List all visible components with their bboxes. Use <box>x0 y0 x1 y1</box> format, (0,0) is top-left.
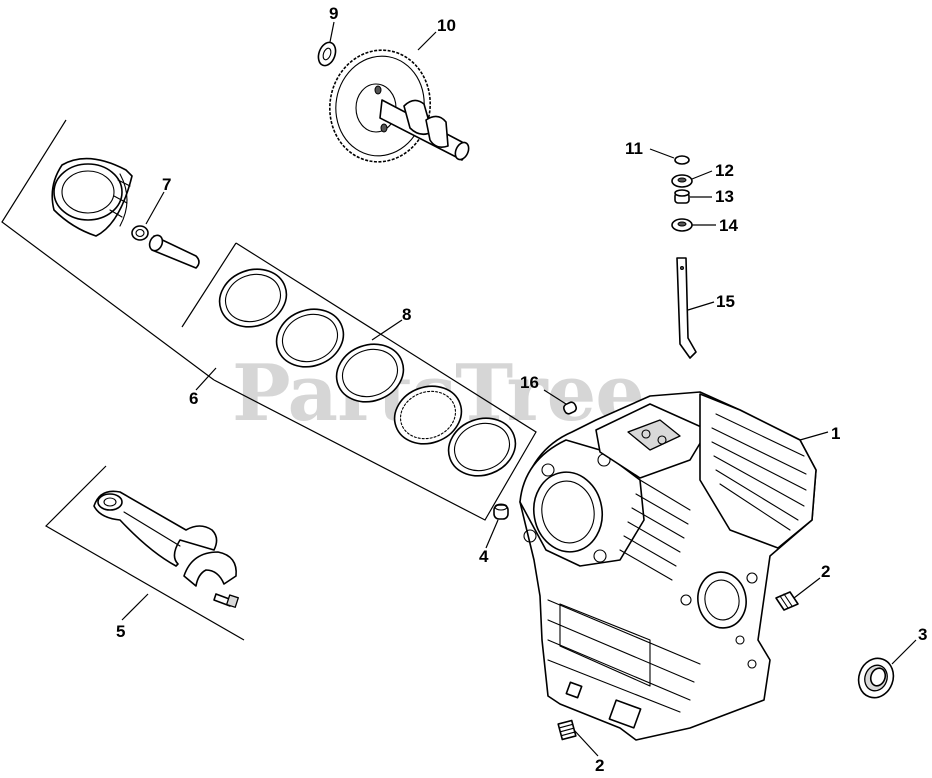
callout-1: 1 <box>831 424 840 443</box>
spacer-bushing[interactable] <box>674 189 690 204</box>
callout-8: 8 <box>402 305 411 324</box>
callout-9: 9 <box>329 4 338 23</box>
connecting-rod-cap[interactable] <box>183 551 237 587</box>
dowel-pin-lower[interactable] <box>493 503 509 520</box>
oil-seal[interactable] <box>853 653 899 702</box>
callout-14: 14 <box>719 216 738 235</box>
piston-kit-group <box>1 119 537 521</box>
flat-washer[interactable] <box>671 174 693 188</box>
callout-4: 4 <box>479 547 489 566</box>
breather-tube[interactable] <box>676 257 697 359</box>
crankcase[interactable] <box>519 391 817 741</box>
pipe-plug-bottom[interactable] <box>557 719 577 741</box>
connecting-rod-bolt[interactable] <box>213 593 239 608</box>
callout-6: 6 <box>189 389 198 408</box>
leader-lines <box>121 21 917 757</box>
callout-5: 5 <box>116 622 125 641</box>
callout-12: 12 <box>715 161 734 180</box>
callout-2-bottom: 2 <box>595 756 604 775</box>
piston-pin-retainer[interactable] <box>131 225 149 241</box>
callout-7: 7 <box>162 175 171 194</box>
ring-group-frame-right <box>213 242 537 521</box>
callout-2-right: 2 <box>821 562 830 581</box>
connecting-rod-frame <box>45 465 245 641</box>
camshaft-washer[interactable] <box>315 40 338 68</box>
ring-group-frame-left <box>181 242 237 328</box>
callout-11: 11 <box>625 139 643 158</box>
callout-13: 13 <box>715 187 734 206</box>
callout-10: 10 <box>437 16 456 35</box>
connecting-rod[interactable] <box>93 490 218 567</box>
piston-pin[interactable] <box>147 233 200 269</box>
piston-group-frame <box>1 119 215 381</box>
piston[interactable] <box>51 157 133 237</box>
piston-ring-set[interactable] <box>211 260 523 485</box>
seal-washer[interactable] <box>671 218 693 232</box>
callout-15: 15 <box>716 292 735 311</box>
dowel-pin-upper[interactable] <box>562 401 578 415</box>
connecting-rod-group <box>45 465 245 641</box>
callout-3: 3 <box>918 625 927 644</box>
callout-16: 16 <box>520 373 539 392</box>
camshaft[interactable] <box>379 99 471 162</box>
pipe-plug-right[interactable] <box>775 591 799 611</box>
callout-labels: 1 2 2 3 4 5 6 7 8 9 10 11 12 13 14 15 16 <box>116 4 927 775</box>
ball-washer[interactable] <box>674 155 690 165</box>
